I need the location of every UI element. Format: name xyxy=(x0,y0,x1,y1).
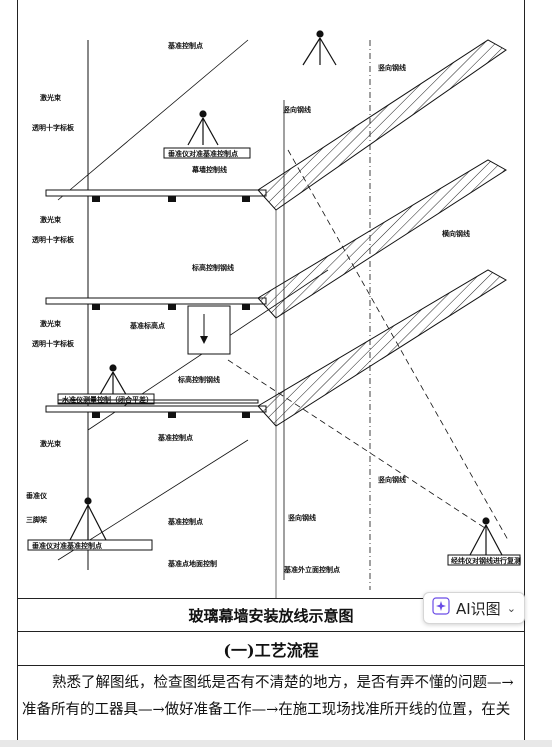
label-lower-reference-point: 基准控制点 xyxy=(157,433,193,442)
label-instrument: 垂准仪 xyxy=(26,491,48,500)
bottom-scrollbar xyxy=(0,740,552,747)
label-instrument-1: 垂准仪对准基准控制点 xyxy=(168,149,238,158)
label-mullion-line: 幕墙控制线 xyxy=(191,165,227,174)
diagram-figure: 基准控制点 竖向钢线 激光束 透明十字标板 竖向钢线 垂准仪对准基准控制点 幕墙… xyxy=(18,0,524,600)
label-vertical-line-top: 竖向钢线 xyxy=(378,63,406,72)
tripod-right xyxy=(469,517,503,556)
chevron-down-icon: ⌄ xyxy=(506,601,516,615)
figure-caption: 玻璃幕墙安装放线示意图 xyxy=(17,598,525,632)
label-transparent-target-3: 透明十字标板 xyxy=(32,339,75,348)
label-vertical-line-low2: 竖向钢线 xyxy=(288,513,316,522)
label-reference-mark: 基准标高点 xyxy=(129,321,165,330)
process-paragraph: 熟悉了解图纸，检查图纸是否有不清楚的地方，是否有弄不懂的问题—→准备所有的工器具… xyxy=(22,675,514,718)
tripod-ground xyxy=(69,497,107,541)
label-vertical-line-mid: 竖向钢线 xyxy=(283,105,311,114)
label-plumb-line-4: 激光束 xyxy=(40,439,62,448)
ai-recognize-button[interactable]: AI识图 ⌄ xyxy=(423,592,525,624)
label-tripod: 三脚架 xyxy=(26,515,47,524)
label-vertical-line-low: 竖向钢线 xyxy=(378,475,406,484)
tripod-mid xyxy=(187,110,219,146)
label-instrument-2: 垂准仪对准基准控制点 xyxy=(32,541,102,550)
tripod-low xyxy=(97,364,129,399)
label-plumb-line-3: 激光束 xyxy=(40,319,62,328)
label-reference-control-point: 基准控制点 xyxy=(167,517,203,526)
section-title: (一)工艺流程 xyxy=(17,632,525,666)
label-ground-control-point: 基准点地面控制 xyxy=(167,559,217,568)
figure-caption-text: 玻璃幕墙安装放线示意图 xyxy=(188,606,354,625)
installation-diagram: 基准控制点 竖向钢线 激光束 透明十字标板 竖向钢线 垂准仪对准基准控制点 幕墙… xyxy=(26,30,521,600)
section-title-text: (一)工艺流程 xyxy=(223,640,319,660)
label-level-instrument: 水准仪测量控制（闭合平差） xyxy=(62,395,153,404)
label-ground-control-point-2: 基准外立面控制点 xyxy=(283,565,340,574)
label-top-reference-point: 基准控制点 xyxy=(167,41,203,50)
label-transparent-target-1: 透明十字标板 xyxy=(32,123,75,132)
label-transparent-target-2: 透明十字标板 xyxy=(32,235,75,244)
label-theodolite: 经纬仪对钢线进行复测 xyxy=(451,556,521,565)
slab-2 xyxy=(45,297,267,310)
label-plumb-line-2: 激光束 xyxy=(40,215,62,224)
ai-recognize-label: AI识图 xyxy=(456,599,501,618)
label-elevation-line-2: 标高控制钢线 xyxy=(177,375,220,384)
label-elevation-line: 标高控制钢线 xyxy=(191,263,234,272)
sparkle-icon xyxy=(432,597,450,619)
page-frame xyxy=(17,0,525,747)
slab-3 xyxy=(45,405,267,418)
slab-1 xyxy=(45,189,267,202)
label-plumb-line-1: 激光束 xyxy=(40,93,62,102)
label-horizontal-line: 横向钢线 xyxy=(442,229,470,238)
tripod-top xyxy=(302,30,337,66)
